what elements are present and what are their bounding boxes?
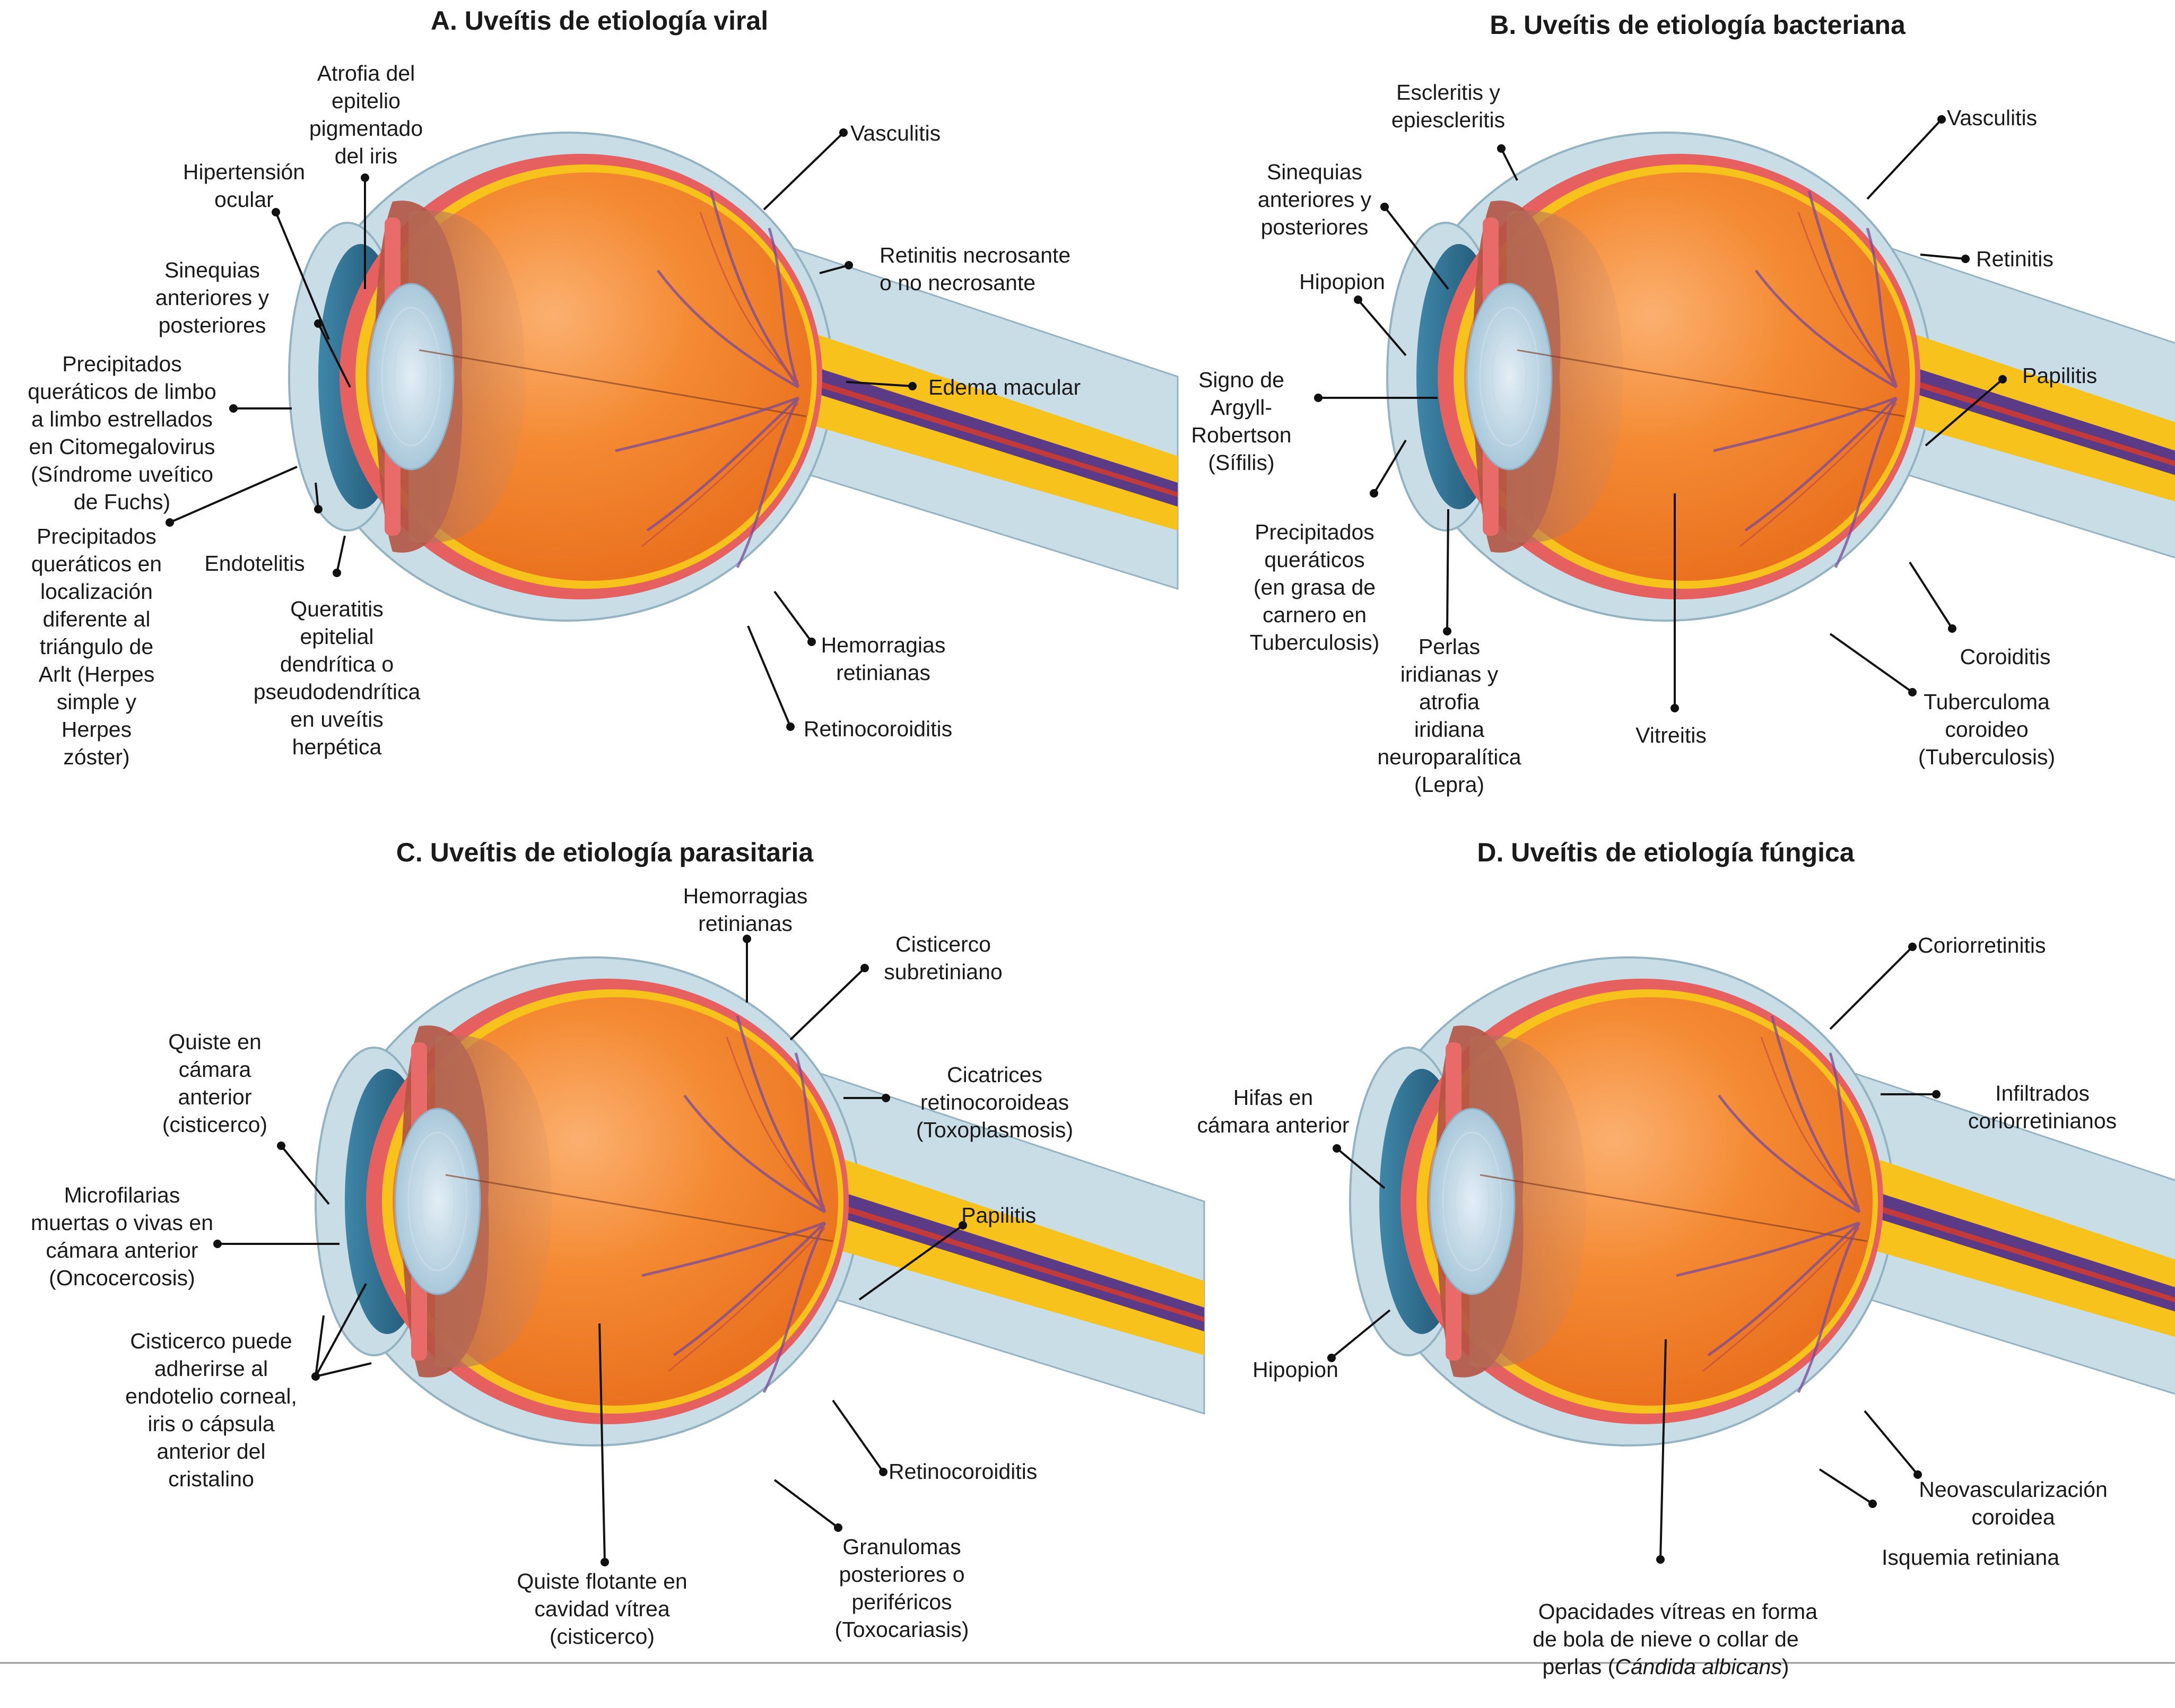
label-precipitados-limbo: Precipitados queráticos de limbo a limbo…	[28, 352, 216, 514]
leader-dots	[166, 115, 2007, 1566]
label-hemorragias: Hemorragias retinianas	[683, 884, 808, 936]
label-cisticerco-subretiniano: Cisticerco subretiniano	[884, 932, 1003, 984]
label-hipertension-ocular: Hipertensión ocular	[182, 160, 306, 212]
label-infiltrados: Infiltrados coriorretinianos	[1968, 1081, 2117, 1133]
label-opacidades-species: Cándida albicans	[1615, 1654, 1782, 1679]
leader-lines	[169, 118, 2004, 1563]
eye-diagram-d	[1350, 957, 2175, 1445]
label-opacidades-line1: Opacidades vítreas en forma de bola de n…	[1533, 1599, 1818, 1651]
label-quiste-camara: Quiste en cámara anterior (cisticerco)	[162, 1030, 268, 1137]
label-escleritis: Escleritis y epiescleritis	[1391, 80, 1506, 132]
panel-d-title: D. Uveítis de etiología fúngica	[1477, 838, 1855, 867]
label-vasculitis: Vasculitis	[1947, 106, 2038, 130]
label-opacidades-line2c: )	[1781, 1654, 1789, 1679]
label-papilitis: Papilitis	[2022, 363, 2098, 388]
label-opacidades-line2a: perlas (	[1542, 1654, 1615, 1679]
label-coroiditis: Coroiditis	[1960, 644, 2051, 669]
eye-diagrams	[0, 115, 2175, 1664]
label-endotelitis: Endotelitis	[204, 551, 305, 576]
uveitis-figure: A. Uveítis de etiología viral B. Uveítis…	[0, 6, 2175, 1679]
label-papilitis: Papilitis	[961, 1203, 1037, 1227]
eye-diagram-c	[316, 957, 1204, 1445]
label-hipopion: Hipopion	[1252, 1357, 1338, 1382]
label-edema-macular: Edema macular	[928, 375, 1081, 399]
label-atrofia-epitelio-iris: Atrofia del epitelio pigmentado del iris	[309, 61, 423, 168]
label-neovascularizacion: Neovascularización coroidea	[1919, 1477, 2108, 1529]
label-hemorragias: Hemorragias retinianas	[821, 633, 946, 685]
label-perlas-iridianas: Perlas iridianas y atrofia iridiana neur…	[1377, 634, 1521, 797]
label-queratitis: Queratitis epitelial dendrítica o pseudo…	[253, 597, 421, 759]
panel-a-title: A. Uveítis de etiología viral	[430, 6, 769, 36]
label-cisticerco-adherido: Cisticerco puede adherirse al endotelio …	[125, 1329, 297, 1491]
panel-b-title: B. Uveítis de etiología bacteriana	[1490, 10, 1906, 40]
label-precipitados: Precipitados queráticos (en grasa de car…	[1249, 520, 1380, 655]
label-precipitados-arlt: Precipitados queráticos en localización …	[31, 524, 162, 769]
label-microfilarias: Microfilarias muertas o vivas en cámara …	[30, 1183, 214, 1290]
label-sinequias: Sinequias anteriores y posteriores	[1257, 160, 1372, 239]
label-hifas: Hifas en cámara anterior	[1197, 1085, 1350, 1137]
label-vasculitis: Vasculitis	[850, 121, 941, 145]
label-retinocoroiditis: Retinocoroiditis	[889, 1459, 1038, 1484]
label-opacidades: Opacidades vítreas en forma de bola de n…	[1514, 1570, 1817, 1708]
label-cicatrices: Cicatrices retinocoroideas (Toxoplasmosi…	[916, 1062, 1074, 1142]
label-tuberculoma: Tuberculoma coroideo (Tuberculosis)	[1918, 690, 2056, 769]
label-isquemia: Isquemia retiniana	[1882, 1545, 2060, 1570]
label-quiste-vitreo: Quiste flotante en cavidad vítrea (cisti…	[517, 1569, 688, 1649]
label-vitreitis: Vitreitis	[1635, 723, 1707, 747]
label-argyll-robertson: Signo de Argyll- Robertson (Sífilis)	[1191, 368, 1292, 475]
label-hipopion: Hipopion	[1299, 269, 1385, 294]
panel-c-title: C. Uveítis de etiología parasitaria	[396, 838, 814, 867]
label-granulomas: Granulomas posteriores o periféricos (To…	[834, 1535, 969, 1642]
label-retinocoroiditis: Retinocoroiditis	[803, 717, 953, 741]
label-retinitis-necrosante: Retinitis necrosante o no necrosante	[880, 243, 1071, 295]
label-sinequias: Sinequias anteriores y posteriores	[155, 258, 269, 337]
label-coriorretinitis: Coriorretinitis	[1918, 933, 2046, 957]
label-retinitis: Retinitis	[1976, 247, 2054, 271]
